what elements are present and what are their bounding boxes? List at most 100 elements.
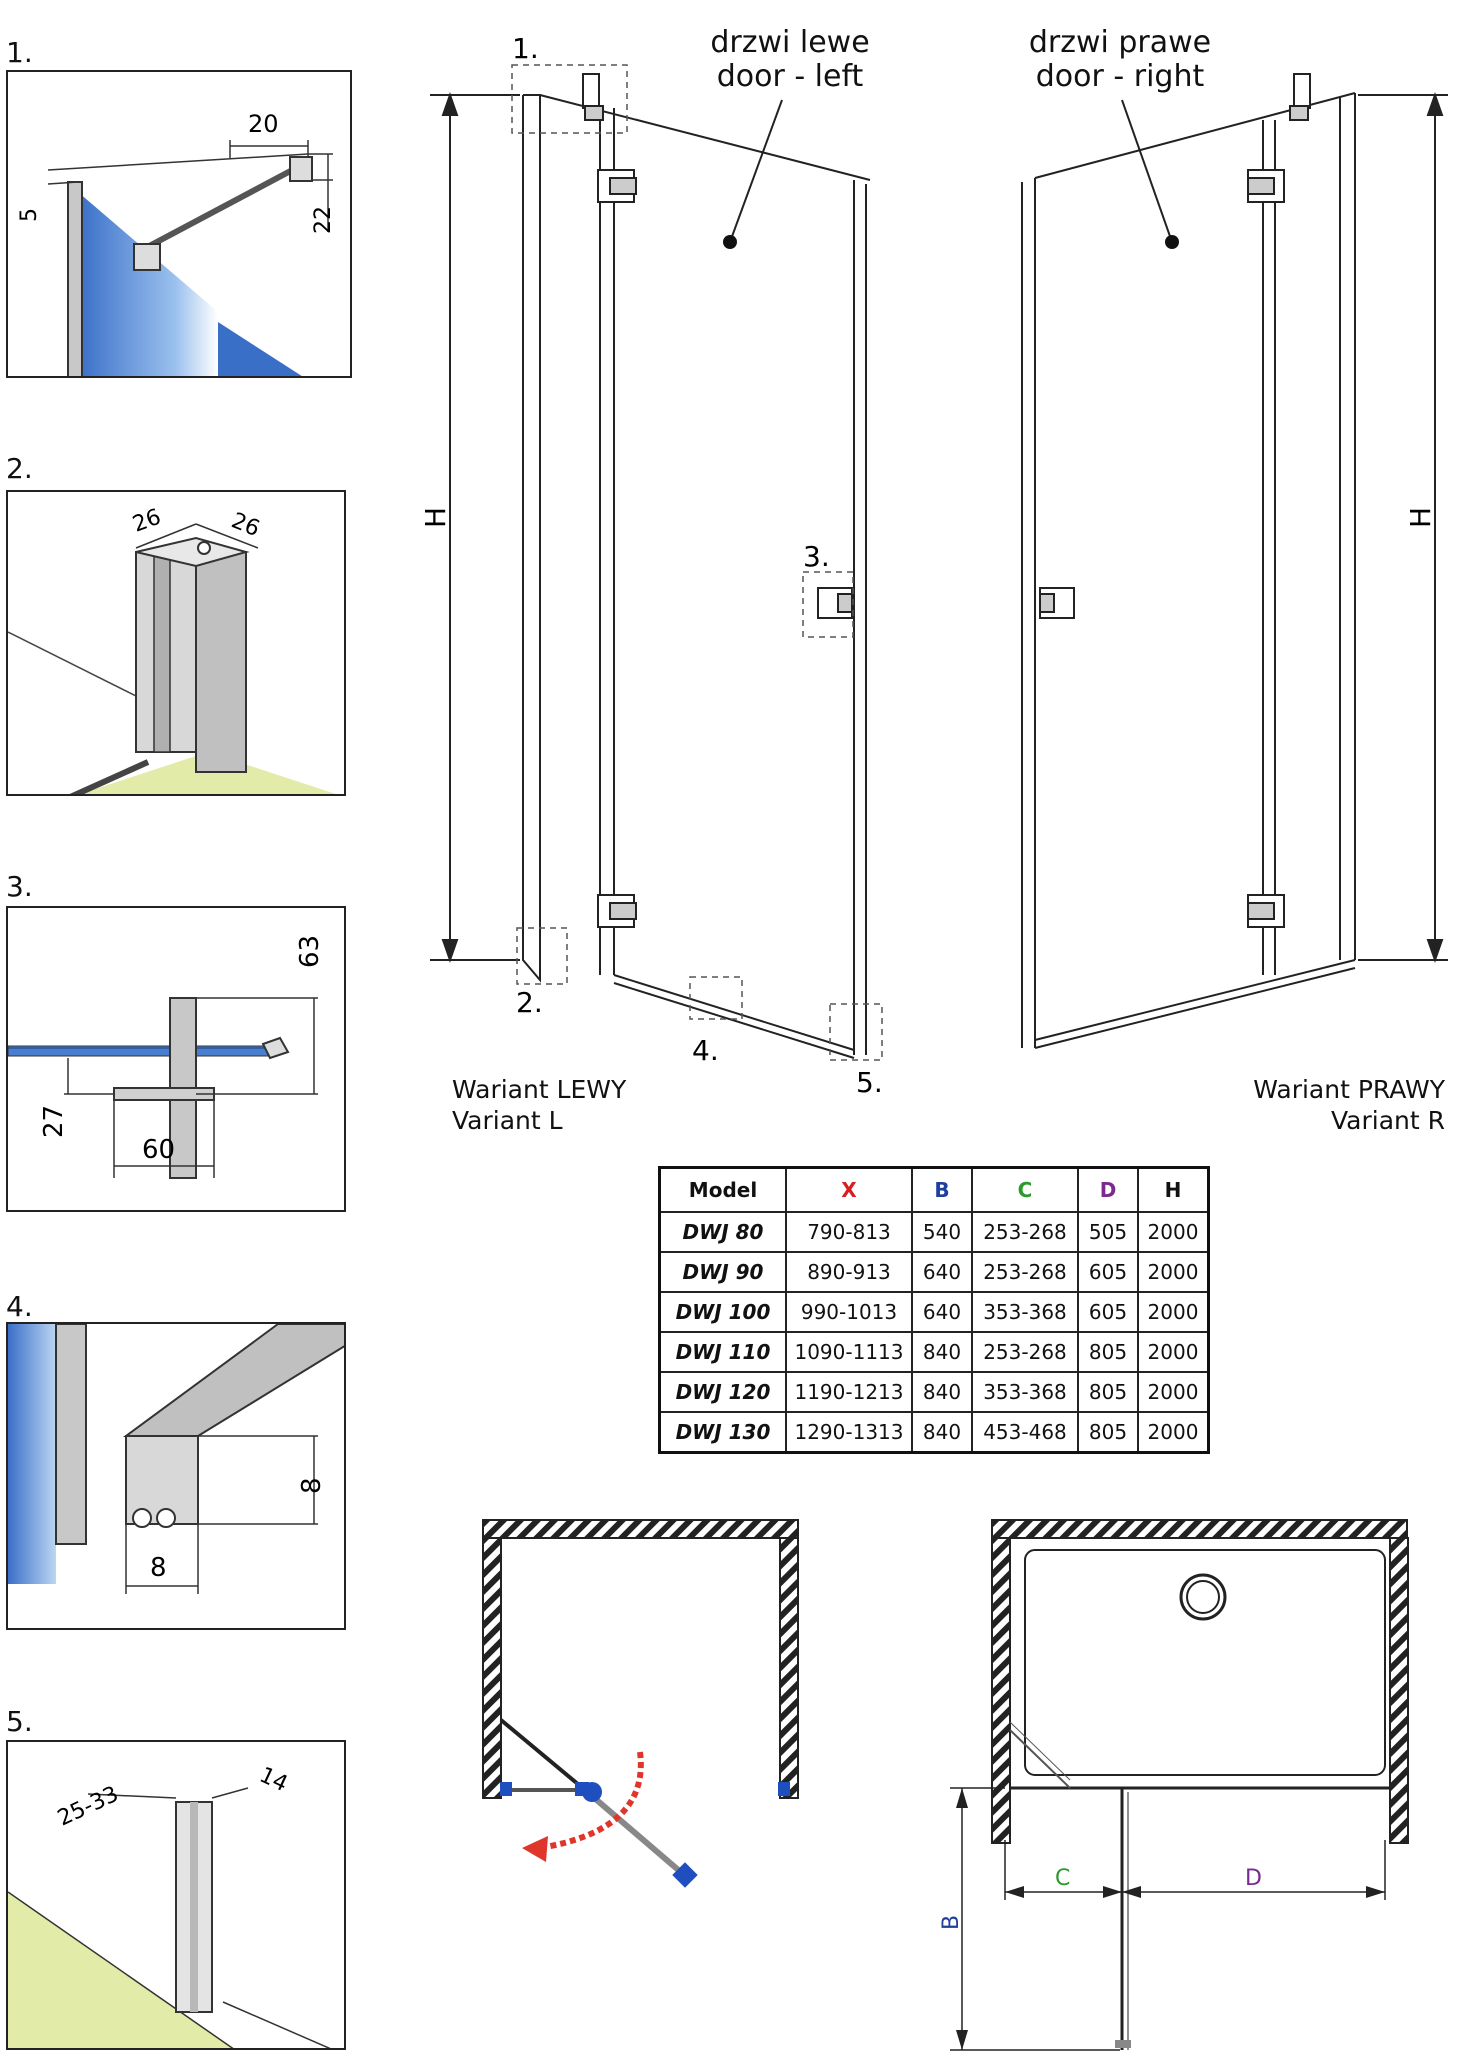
cell-h: 2000 bbox=[1137, 1251, 1210, 1293]
cell-d: 605 bbox=[1077, 1251, 1139, 1293]
cell-d: 805 bbox=[1077, 1331, 1139, 1373]
detail-2-panel: 26 26 bbox=[6, 490, 346, 796]
callout-box-4 bbox=[689, 976, 743, 1020]
cell-d: 505 bbox=[1077, 1211, 1139, 1253]
table-header-row: Model X B C D H bbox=[658, 1166, 1210, 1213]
callout-3: 3. bbox=[803, 540, 830, 573]
detail-2-label: 2. bbox=[6, 452, 33, 485]
cell-x: 1290-1313 bbox=[785, 1411, 913, 1454]
variant-right-en: Variant R bbox=[1331, 1106, 1445, 1135]
dim-5: 5 bbox=[17, 208, 42, 222]
callout-box-2 bbox=[516, 927, 568, 985]
detail-5-panel: 25-33 14 bbox=[6, 1740, 346, 2050]
table-row: DWJ 90 890-913 640 253-268 605 2000 bbox=[658, 1251, 1210, 1293]
cell-d: 805 bbox=[1077, 1371, 1139, 1413]
dim-22: 22 bbox=[311, 206, 336, 234]
dim-63: 63 bbox=[295, 935, 325, 968]
header-x: X bbox=[785, 1166, 913, 1213]
swing-plan bbox=[482, 1519, 799, 1888]
cell-d: 805 bbox=[1077, 1411, 1139, 1454]
table-row: DWJ 100 990-1013 640 353-368 605 2000 bbox=[658, 1291, 1210, 1333]
cell-h: 2000 bbox=[1137, 1291, 1210, 1333]
header-h: H bbox=[1137, 1166, 1210, 1213]
glass-pane bbox=[78, 192, 218, 376]
dim-27: 27 bbox=[39, 1105, 69, 1138]
cell-b: 840 bbox=[911, 1371, 973, 1413]
detail-3-label: 3. bbox=[6, 870, 33, 903]
plan-dim-d: D bbox=[1245, 1866, 1262, 1891]
table-row: DWJ 120 1190-1213 840 353-368 805 2000 bbox=[658, 1371, 1210, 1413]
cell-h: 2000 bbox=[1137, 1331, 1210, 1373]
variant-right-label: Wariant PRAWY Variant R bbox=[1200, 1074, 1445, 1136]
left-door-label: drzwi lewe door - left bbox=[680, 26, 900, 94]
variant-right-pl: Wariant PRAWY bbox=[1253, 1075, 1445, 1104]
variant-left-pl: Wariant LEWY bbox=[452, 1075, 627, 1104]
callout-4: 4. bbox=[692, 1034, 719, 1067]
dim-8-vertical: 8 bbox=[297, 1477, 327, 1494]
cell-c: 253-268 bbox=[971, 1331, 1079, 1373]
detail-4-panel: 8 8 bbox=[6, 1322, 346, 1630]
callout-box-5 bbox=[829, 1003, 883, 1061]
plan-dim-b: B bbox=[939, 1915, 964, 1930]
detail-4-label: 4. bbox=[6, 1290, 33, 1323]
cell-b: 640 bbox=[911, 1251, 973, 1293]
variant-left-en: Variant L bbox=[452, 1106, 563, 1135]
right-door-marker bbox=[1165, 235, 1179, 249]
cell-model: DWJ 100 bbox=[658, 1291, 787, 1333]
header-model: Model bbox=[658, 1166, 787, 1213]
cell-c: 353-368 bbox=[971, 1371, 1079, 1413]
header-c: C bbox=[971, 1166, 1079, 1213]
cell-model: DWJ 80 bbox=[658, 1211, 787, 1253]
header-d: D bbox=[1077, 1166, 1139, 1213]
cell-model: DWJ 120 bbox=[658, 1371, 787, 1413]
cell-model: DWJ 130 bbox=[658, 1411, 787, 1454]
cell-c: 253-268 bbox=[971, 1251, 1079, 1293]
cell-b: 540 bbox=[911, 1211, 973, 1253]
plan-dim-c: C bbox=[1055, 1866, 1070, 1891]
right-door-label-pl: drzwi prawe bbox=[1028, 25, 1212, 60]
right-door-label: drzwi prawe door - right bbox=[1000, 26, 1240, 94]
table-row: DWJ 80 790-813 540 253-268 505 2000 bbox=[658, 1211, 1210, 1253]
left-door-label-en: door - left bbox=[716, 59, 864, 94]
door-elevation-drawing: 1. 2. 3. 4. 5. H H bbox=[419, 32, 1448, 1099]
detail-5-label: 5. bbox=[6, 1705, 33, 1738]
callout-box-3 bbox=[802, 571, 854, 638]
dim-20: 20 bbox=[248, 110, 279, 138]
right-door-label-en: door - right bbox=[1035, 59, 1205, 94]
cell-d: 605 bbox=[1077, 1291, 1139, 1333]
tray-plan bbox=[950, 1519, 1409, 2051]
dim-60: 60 bbox=[142, 1135, 175, 1165]
cell-b: 840 bbox=[911, 1331, 973, 1373]
cell-x: 990-1013 bbox=[785, 1291, 913, 1333]
callout-2: 2. bbox=[516, 986, 543, 1019]
cell-b: 640 bbox=[911, 1291, 973, 1333]
cell-h: 2000 bbox=[1137, 1211, 1210, 1253]
dimension-table: Model X B C D H DWJ 80 790-813 540 253-2… bbox=[658, 1166, 1210, 1454]
height-label-left: H bbox=[419, 507, 452, 528]
cell-c: 353-368 bbox=[971, 1291, 1079, 1333]
cell-h: 2000 bbox=[1137, 1371, 1210, 1413]
height-label-right: H bbox=[1404, 507, 1437, 528]
detail-3-panel: 63 27 60 bbox=[6, 906, 346, 1212]
callout-box-1 bbox=[511, 64, 628, 134]
cell-b: 840 bbox=[911, 1411, 973, 1454]
detail-1-panel: 20 5 22 bbox=[6, 70, 352, 378]
cell-x: 1090-1113 bbox=[785, 1331, 913, 1373]
left-door-marker bbox=[723, 235, 737, 249]
dim-8-horizontal: 8 bbox=[150, 1553, 167, 1583]
cell-model: DWJ 110 bbox=[658, 1331, 787, 1373]
cell-x: 890-913 bbox=[785, 1251, 913, 1293]
cell-h: 2000 bbox=[1137, 1411, 1210, 1454]
cell-model: DWJ 90 bbox=[658, 1251, 787, 1293]
detail-1-label: 1. bbox=[6, 36, 33, 69]
header-b: B bbox=[911, 1166, 973, 1213]
left-door-label-pl: drzwi lewe bbox=[710, 25, 870, 60]
variant-left-label: Wariant LEWY Variant L bbox=[452, 1074, 626, 1136]
cell-c: 253-268 bbox=[971, 1211, 1079, 1253]
table-row: DWJ 110 1090-1113 840 253-268 805 2000 bbox=[658, 1331, 1210, 1373]
plan-views-drawing: C D B bbox=[482, 1519, 1409, 2051]
callout-5: 5. bbox=[856, 1066, 883, 1099]
cell-x: 1190-1213 bbox=[785, 1371, 913, 1413]
cell-x: 790-813 bbox=[785, 1211, 913, 1253]
callout-1: 1. bbox=[512, 32, 539, 65]
